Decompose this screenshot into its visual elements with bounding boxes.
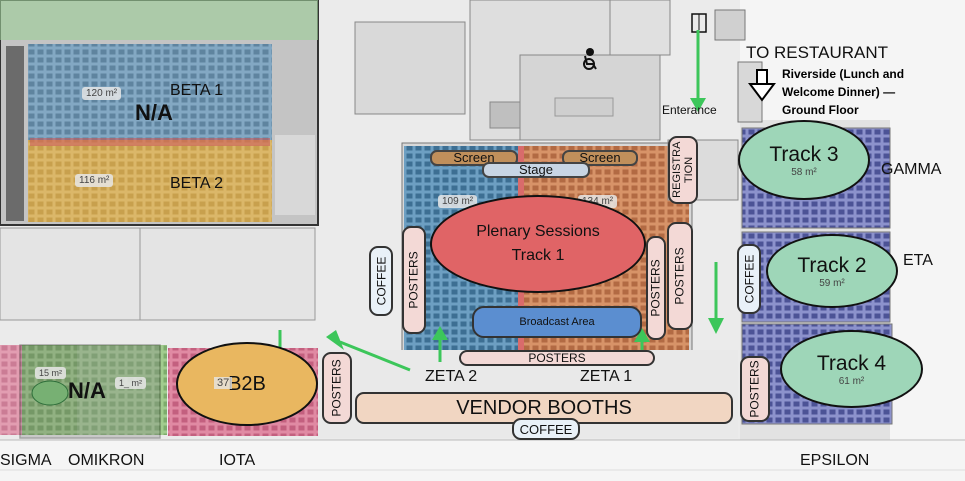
sigma-label: SIGMA (0, 452, 52, 469)
zeta1-label: ZETA 1 (580, 368, 633, 385)
iota-area: 37 (214, 377, 233, 389)
posters-right-plenary: POSTERS (646, 236, 666, 340)
track4-label: Track 4 (816, 351, 887, 375)
posters-left: POSTERS (402, 226, 426, 334)
broadcast-area: Broadcast Area (472, 306, 642, 338)
corridor-arrow-right (708, 262, 724, 334)
coffee-left: COFFEE (369, 246, 393, 316)
track2-area: 59 m² (819, 277, 845, 289)
epsilon-label: EPSILON (800, 452, 870, 469)
entrance-arrow (690, 30, 706, 112)
posters-bottom-right: POSTERS (740, 356, 770, 422)
omikron-area: 1_ m² (115, 377, 147, 389)
zeta2-label: ZETA 2 (425, 368, 478, 385)
zeta2-arrow (432, 326, 448, 362)
entrance-label: Enterance (662, 103, 717, 117)
plenary-sessions-oval[interactable]: Plenary Sessions Track 1 (430, 195, 646, 293)
plenary-area-left: 109 m² (438, 195, 478, 208)
iota-label: IOTA (219, 452, 256, 469)
posters-bottom-left: POSTERS (322, 352, 352, 424)
coffee-right: COFFEE (737, 244, 761, 314)
sigma-area: 15 m² (35, 367, 67, 379)
beta2-area: 116 m² (75, 174, 114, 187)
track2-label: Track 2 (797, 253, 867, 277)
b2b-oval[interactable]: 37 B2B (176, 342, 318, 426)
beta2-label: BETA 2 (170, 175, 224, 192)
track4-area: 61 m² (838, 375, 865, 387)
na-upper-label: N/A (135, 100, 173, 125)
beta1-label: BETA 1 (170, 82, 224, 99)
gamma-label: GAMMA (881, 161, 942, 178)
track3-area: 58 m² (791, 166, 817, 178)
posters-bottom-plenary: POSTERS (459, 350, 655, 366)
corridor-arrow-left (326, 330, 411, 372)
screen-right: Screen (562, 150, 638, 166)
eta-label: ETA (903, 252, 933, 269)
wheelchair-icon (583, 48, 597, 70)
registration-desk: REGISTRA TION (668, 136, 698, 204)
down-arrow-icon (748, 69, 776, 102)
omikron-label: OMIKRON (68, 452, 145, 469)
stage-label: Stage (482, 162, 590, 178)
to-restaurant-label: TO RESTAURANT (746, 43, 888, 62)
na-lower-label: N/A (68, 378, 106, 403)
coffee-bottom: COFFEE (512, 418, 580, 440)
beta1-area: 120 m² (82, 87, 122, 100)
posters-right: POSTERS (667, 222, 693, 330)
riverside-note: Riverside (Lunch and Welcome Dinner) — G… (782, 67, 905, 117)
track3-label: Track 3 (769, 142, 839, 166)
b2b-label: B2B (228, 372, 266, 395)
